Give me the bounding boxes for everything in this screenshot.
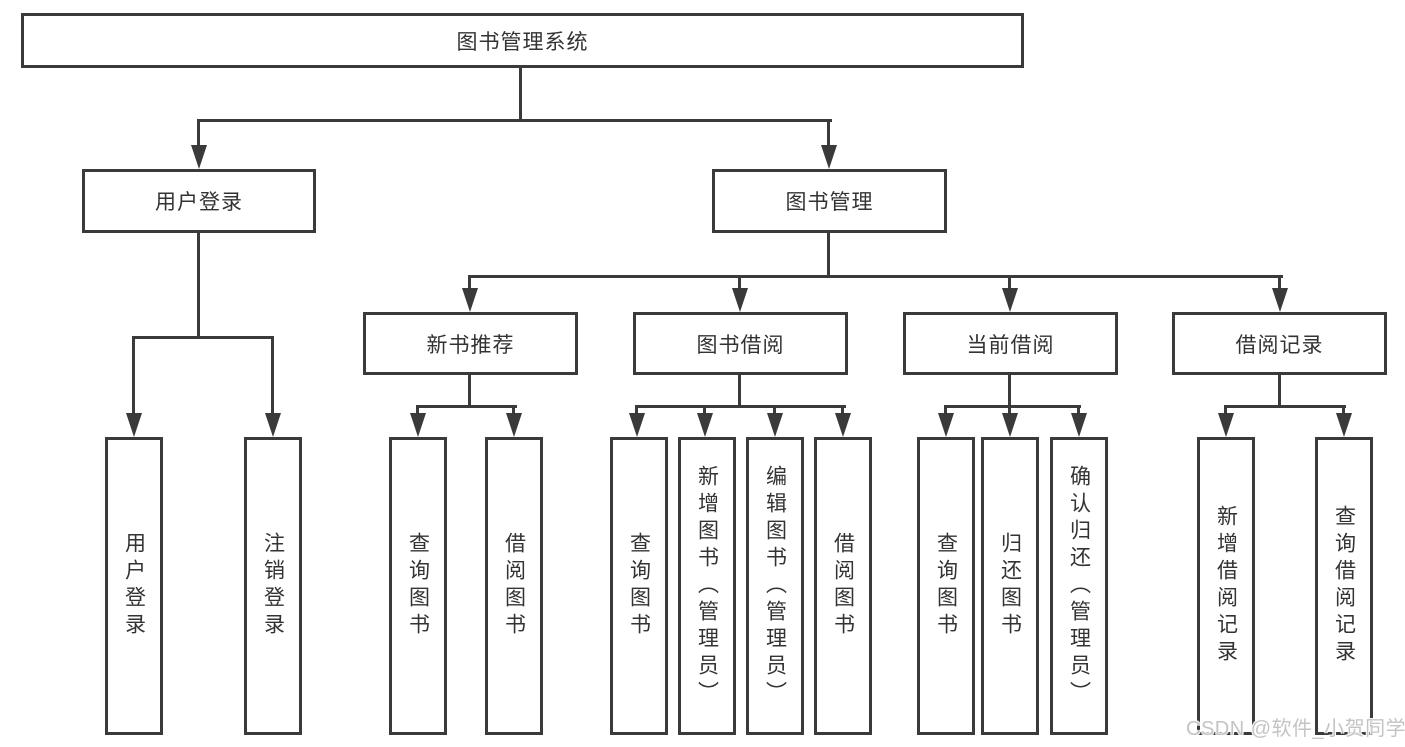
- leaf-query-books-recommend-label: 查询图书: [406, 532, 430, 640]
- leaf-edit-book-admin: 编辑图书（管理员）: [746, 437, 804, 735]
- connector-line: [468, 275, 1283, 278]
- connector-line: [1008, 405, 1011, 416]
- connector-line: [132, 336, 135, 414]
- leaf-confirm-return-admin-label: 确认归还（管理员）: [1067, 464, 1091, 708]
- leaf-add-borrow-record-label: 新增借阅记录: [1214, 505, 1238, 667]
- connector-line: [271, 336, 274, 414]
- connector-line: [416, 405, 419, 416]
- arrow-down-icon: [697, 413, 713, 437]
- watermark: CSDN @软件_小贺同学: [1186, 718, 1405, 740]
- connector-line: [1224, 405, 1227, 416]
- connector-line: [738, 375, 741, 408]
- arrow-down-icon: [191, 145, 207, 169]
- arrow-down-icon: [835, 413, 851, 437]
- node-current-borrow: 当前借阅: [903, 312, 1118, 375]
- connector-line: [635, 405, 846, 408]
- arrow-down-icon: [1071, 413, 1087, 437]
- node-borrow-records: 借阅记录: [1172, 312, 1387, 375]
- leaf-user-login: 用户登录: [105, 437, 163, 735]
- leaf-query-books-current: 查询图书: [917, 437, 975, 735]
- connector-line: [827, 232, 830, 278]
- arrow-down-icon: [732, 288, 748, 312]
- arrow-down-icon: [462, 288, 478, 312]
- connector-line: [827, 119, 830, 147]
- connector-line: [1278, 275, 1281, 291]
- connector-line: [773, 405, 776, 416]
- leaf-query-books-recommend: 查询图书: [389, 437, 447, 735]
- connector-line: [635, 405, 638, 416]
- arrow-down-icon: [126, 413, 142, 437]
- connector-line: [197, 233, 200, 339]
- node-new-book-recommend: 新书推荐: [363, 312, 578, 375]
- arrow-down-icon: [1002, 288, 1018, 312]
- arrow-down-icon: [1218, 413, 1234, 437]
- leaf-borrow-books-recommend-label: 借阅图书: [502, 532, 526, 640]
- connector-line: [1342, 405, 1345, 416]
- arrow-down-icon: [821, 145, 837, 169]
- arrow-down-icon: [629, 413, 645, 437]
- arrow-down-icon: [1336, 413, 1352, 437]
- leaf-query-borrow-record-label: 查询借阅记录: [1332, 505, 1356, 667]
- connector-line: [519, 66, 522, 121]
- node-root-label: 图书管理系统: [456, 30, 589, 54]
- node-user-login: 用户登录: [82, 169, 316, 233]
- node-current-borrow-label: 当前借阅: [966, 333, 1055, 357]
- connector-line: [738, 275, 741, 291]
- connector-line: [1077, 405, 1080, 416]
- leaf-query-books-borrow-label: 查询图书: [627, 532, 651, 640]
- node-new-book-recommend-label: 新书推荐: [426, 333, 515, 357]
- connector-line: [468, 375, 471, 408]
- leaf-logout-label: 注销登录: [261, 532, 285, 640]
- leaf-add-book-admin: 新增图书（管理员）: [678, 437, 736, 735]
- node-borrow-records-label: 借阅记录: [1235, 333, 1324, 357]
- connector-line: [1224, 405, 1346, 408]
- connector-line: [197, 119, 200, 147]
- arrow-down-icon: [1272, 288, 1288, 312]
- connector-line: [1278, 375, 1281, 408]
- arrow-down-icon: [506, 413, 522, 437]
- connector-line: [1008, 275, 1011, 291]
- leaf-query-borrow-record: 查询借阅记录: [1315, 437, 1373, 735]
- leaf-return-books-label: 归还图书: [998, 532, 1022, 640]
- connector-line: [512, 405, 515, 416]
- connector-line: [944, 405, 1081, 408]
- connector-line: [416, 405, 517, 408]
- arrow-down-icon: [767, 413, 783, 437]
- node-book-management-label: 图书管理: [785, 191, 874, 214]
- connector-line: [132, 336, 274, 339]
- connector-line: [197, 119, 832, 122]
- leaf-confirm-return-admin: 确认归还（管理员）: [1050, 437, 1108, 735]
- node-root: 图书管理系统: [21, 13, 1024, 68]
- leaf-query-books-borrow: 查询图书: [610, 437, 668, 735]
- connector-line: [468, 275, 471, 291]
- leaf-add-book-admin-label: 新增图书（管理员）: [695, 464, 719, 708]
- connector-line: [841, 405, 844, 416]
- node-book-borrow-label: 图书借阅: [696, 333, 785, 357]
- leaf-return-books: 归还图书: [981, 437, 1039, 735]
- leaf-edit-book-admin-label: 编辑图书（管理员）: [763, 464, 787, 708]
- leaf-query-books-current-label: 查询图书: [934, 532, 958, 640]
- arrow-down-icon: [938, 413, 954, 437]
- leaf-borrow-books-label: 借阅图书: [831, 532, 855, 640]
- leaf-borrow-books-recommend: 借阅图书: [485, 437, 543, 735]
- leaf-add-borrow-record: 新增借阅记录: [1197, 437, 1255, 735]
- leaf-borrow-books: 借阅图书: [814, 437, 872, 735]
- leaf-logout: 注销登录: [244, 437, 302, 735]
- arrow-down-icon: [410, 413, 426, 437]
- connector-line: [944, 405, 947, 416]
- connector-line: [1008, 375, 1011, 408]
- arrow-down-icon: [1002, 413, 1018, 437]
- node-book-borrow: 图书借阅: [633, 312, 848, 375]
- connector-line: [703, 405, 706, 416]
- arrow-down-icon: [265, 413, 281, 437]
- node-book-management: 图书管理: [712, 169, 947, 233]
- leaf-user-login-label: 用户登录: [122, 532, 146, 640]
- node-user-login-label: 用户登录: [155, 191, 243, 214]
